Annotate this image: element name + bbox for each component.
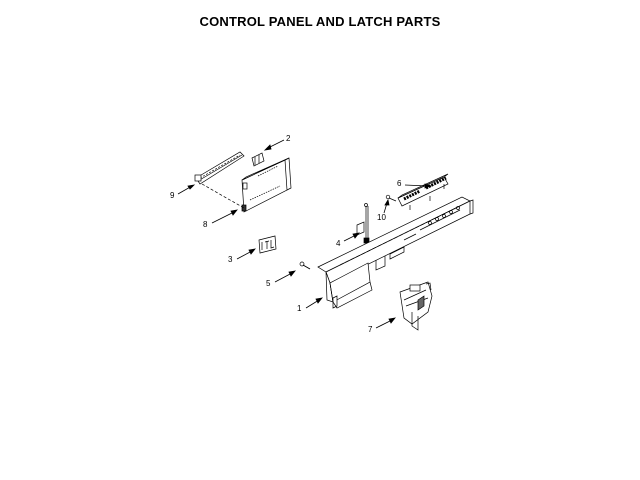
callout-9: 9 xyxy=(170,191,175,200)
part-3-label-plate[interactable] xyxy=(258,235,277,254)
part-2-clip[interactable] xyxy=(251,152,265,167)
callout-2: 2 xyxy=(286,134,291,143)
callout-1: 1 xyxy=(297,304,302,313)
callout-4: 4 xyxy=(336,239,341,248)
callout-8: 8 xyxy=(203,220,208,229)
callout-7: 7 xyxy=(368,325,373,334)
callout-10: 10 xyxy=(377,213,386,222)
part-10-screw[interactable] xyxy=(385,194,397,202)
callout-6: 6 xyxy=(397,179,402,188)
part-4-wire-strap[interactable] xyxy=(356,203,370,244)
part-1-console[interactable] xyxy=(317,196,474,309)
callout-5: 5 xyxy=(266,279,271,288)
page-title: CONTROL PANEL AND LATCH PARTS xyxy=(199,14,441,29)
part-6-keypad[interactable] xyxy=(397,173,449,210)
part-5-screw[interactable] xyxy=(299,261,311,270)
part-7-latch[interactable] xyxy=(399,281,433,331)
leader-lines xyxy=(177,139,433,329)
part-9-board-bracket[interactable] xyxy=(194,151,245,185)
callout-3: 3 xyxy=(228,255,233,264)
alignment-line xyxy=(201,183,245,209)
part-8-control-board[interactable] xyxy=(241,157,292,213)
